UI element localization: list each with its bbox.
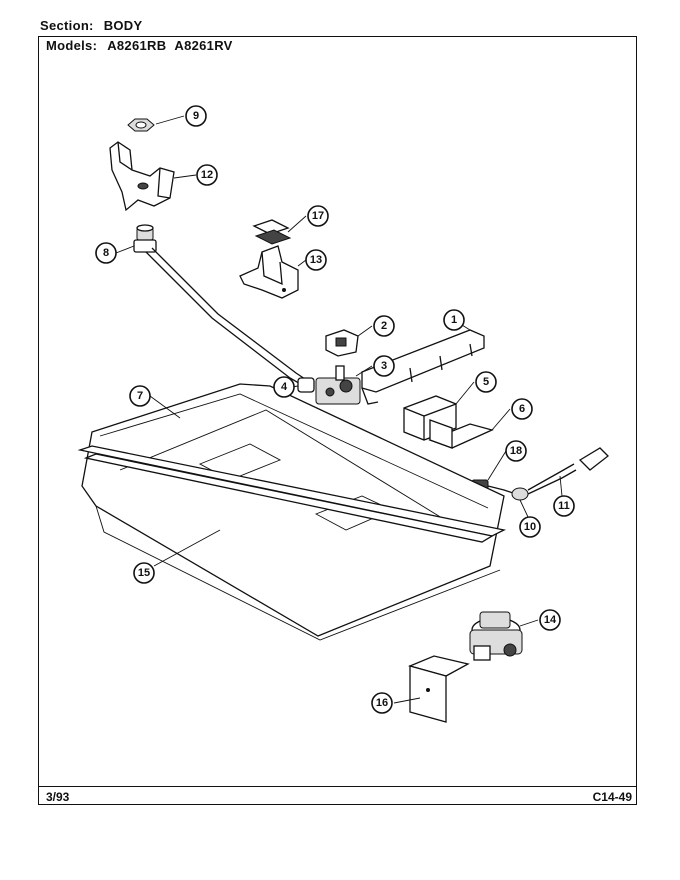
part-4-fitting bbox=[297, 377, 315, 393]
part-12-bracket bbox=[109, 141, 175, 212]
callout-11: 11 bbox=[553, 495, 575, 517]
callout-8: 8 bbox=[95, 242, 117, 264]
part-13-u-bracket bbox=[239, 245, 299, 299]
callout-1: 1 bbox=[443, 309, 465, 331]
callout-number: 7 bbox=[137, 390, 143, 402]
callout-number: 10 bbox=[524, 521, 536, 533]
footer-date: 3/93 bbox=[46, 790, 70, 804]
callout-15: 15 bbox=[133, 562, 155, 584]
callout-10: 10 bbox=[519, 516, 541, 538]
section-value: BODY bbox=[103, 18, 143, 33]
callout-4: 4 bbox=[273, 376, 295, 398]
part-2-clip bbox=[325, 329, 359, 357]
callout-number: 13 bbox=[310, 254, 322, 266]
callout-number: 1 bbox=[451, 314, 457, 326]
callout-number: 11 bbox=[558, 500, 570, 512]
callout-number: 2 bbox=[381, 320, 387, 332]
models-label: Models: bbox=[46, 38, 98, 53]
callout-number: 15 bbox=[138, 567, 150, 579]
callout-14: 14 bbox=[539, 609, 561, 631]
callout-2: 2 bbox=[373, 315, 395, 337]
callout-5: 5 bbox=[475, 371, 497, 393]
callout-number: 12 bbox=[201, 169, 213, 181]
callout-number: 14 bbox=[544, 614, 557, 626]
part-16-mounting-bracket bbox=[408, 655, 470, 723]
callout-number: 3 bbox=[381, 360, 387, 372]
callout-number: 16 bbox=[376, 697, 388, 709]
callout-16: 16 bbox=[371, 692, 393, 714]
section-label: Section: bbox=[40, 18, 94, 33]
callout-17: 17 bbox=[307, 205, 329, 227]
leader-lines bbox=[115, 115, 563, 704]
part-11-wire-lead bbox=[527, 447, 609, 495]
callout-number: 6 bbox=[519, 403, 525, 415]
callout-number: 5 bbox=[483, 376, 489, 388]
model-number: A8261RB bbox=[107, 38, 167, 53]
footer-page-code: C14-49 bbox=[592, 790, 632, 804]
callout-number: 17 bbox=[312, 210, 324, 222]
part-14-regulator bbox=[469, 611, 523, 661]
callout-12: 12 bbox=[196, 164, 218, 186]
models-header: Models: A8261RB A8261RV bbox=[46, 38, 241, 53]
callout-18: 18 bbox=[505, 440, 527, 462]
callout-number: 9 bbox=[193, 110, 199, 122]
diagram-frame bbox=[38, 36, 637, 805]
callout-7: 7 bbox=[129, 385, 151, 407]
callout-number: 8 bbox=[103, 247, 109, 259]
footer-divider bbox=[38, 786, 637, 787]
part-7-body-pan bbox=[81, 383, 505, 641]
part-3-valve bbox=[315, 365, 361, 405]
section-header: Section: BODY bbox=[40, 18, 142, 33]
callout-9: 9 bbox=[185, 105, 207, 127]
part-9-nut bbox=[127, 118, 155, 132]
part-17-pads bbox=[252, 219, 292, 245]
callout-3: 3 bbox=[373, 355, 395, 377]
callout-number: 18 bbox=[510, 445, 522, 457]
model-number: A8261RV bbox=[174, 38, 233, 53]
part-8-orifice-fitting bbox=[133, 224, 157, 253]
callout-13: 13 bbox=[305, 249, 327, 271]
part-6-bracket bbox=[428, 419, 494, 449]
callout-number: 4 bbox=[281, 381, 288, 393]
callout-6: 6 bbox=[511, 398, 533, 420]
part-15-trim-strip bbox=[77, 445, 506, 543]
gas-tube bbox=[145, 247, 309, 387]
part-10-cord bbox=[511, 487, 529, 501]
